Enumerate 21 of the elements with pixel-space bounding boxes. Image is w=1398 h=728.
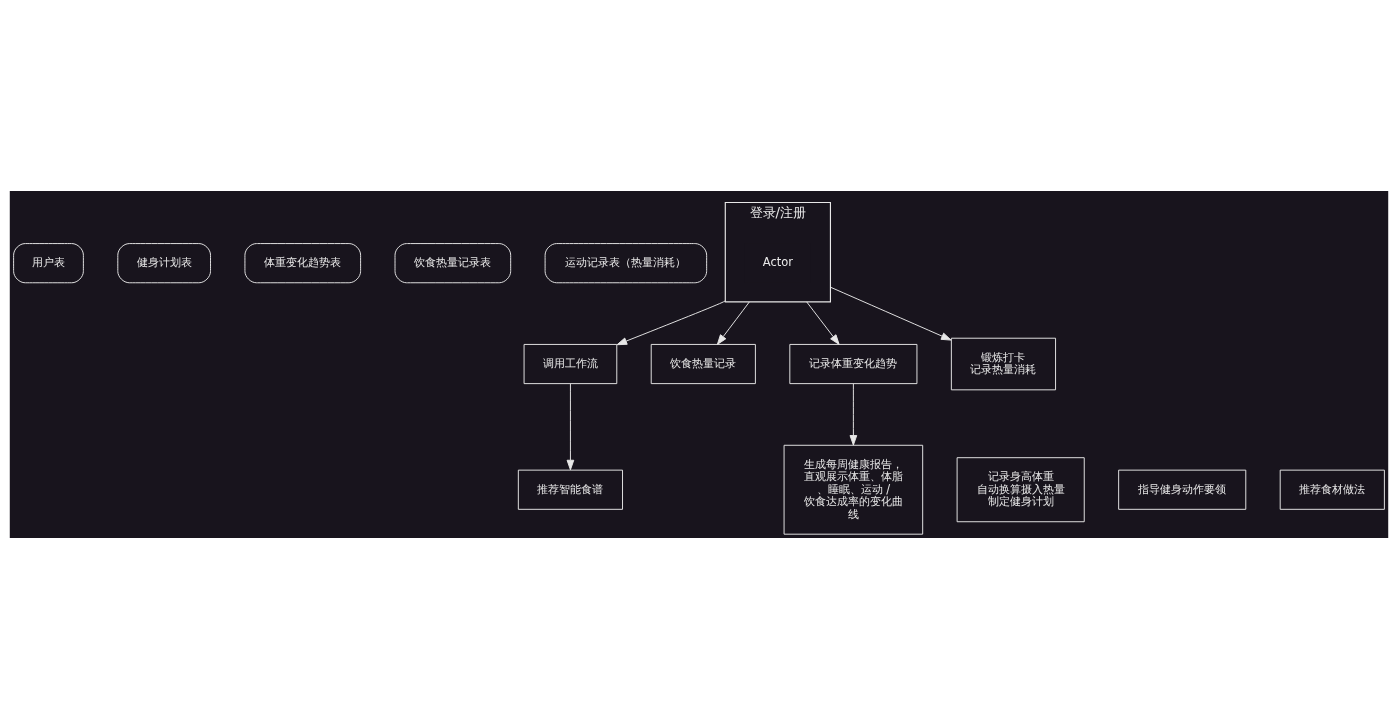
node-box: 运动记录表（热量消耗） bbox=[544, 242, 708, 283]
node-box: 记录体重变化趋势 bbox=[789, 343, 918, 384]
node-box: 指导健身动作要领 bbox=[1118, 469, 1247, 510]
arrow bbox=[616, 299, 726, 345]
node-box: 锻炼打卡 记录热量消耗 bbox=[950, 337, 1057, 390]
arrow bbox=[849, 382, 858, 446]
arrow bbox=[716, 300, 750, 345]
node-box: 健身计划表 bbox=[117, 242, 211, 283]
arrow bbox=[829, 286, 952, 341]
node-box: 记录身高体重 自动换算摄入热量 制定健身计划 bbox=[956, 456, 1085, 522]
node-box: 推荐智能食谱 bbox=[517, 469, 623, 510]
arrow bbox=[806, 300, 840, 345]
node-box: 用户表 bbox=[13, 242, 84, 283]
node-box: 生成每周健康报告，直观展示体重、体脂、睡眠、运动 / 饮食达成率的变化曲线 bbox=[783, 444, 924, 535]
node-box: 饮食热量记录表 bbox=[394, 242, 512, 283]
node-text: Actor bbox=[762, 254, 793, 269]
node-box: 调用工作流 bbox=[523, 343, 618, 384]
arrow bbox=[566, 382, 575, 470]
node-box: 体重变化趋势表 bbox=[244, 242, 362, 283]
node-box: 推荐食材做法 bbox=[1279, 469, 1385, 510]
node-box: 饮食热量记录 bbox=[650, 343, 756, 384]
